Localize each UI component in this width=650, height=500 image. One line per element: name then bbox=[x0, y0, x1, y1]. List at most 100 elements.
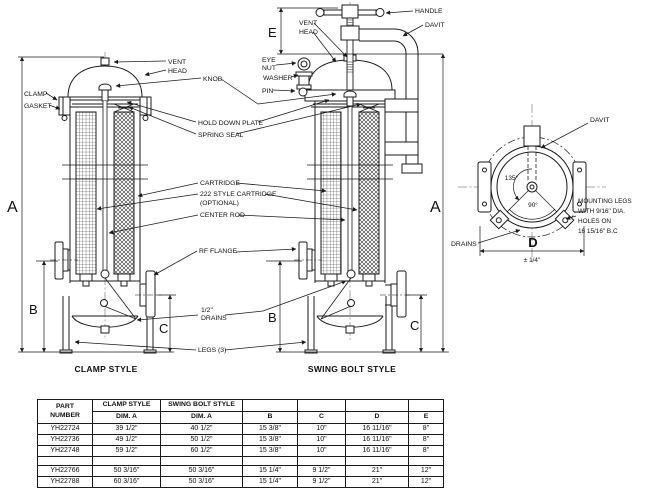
table-row: YH22766 50 3/16" 50 3/16" 15 1/4" 9 1/2"… bbox=[37, 465, 444, 477]
cartridge-standard bbox=[113, 111, 135, 275]
callout-leaders bbox=[45, 10, 589, 351]
caption-clamp-style: CLAMP STYLE bbox=[74, 364, 137, 374]
header-cell-blank bbox=[345, 399, 409, 412]
flange-left-top-view bbox=[477, 161, 492, 213]
callout-handle: HANDLE bbox=[415, 8, 443, 15]
header-cell-b: B bbox=[242, 411, 298, 424]
dim-label-d-tolerance: ± 1/4" bbox=[524, 257, 540, 264]
clamp-bracket-left bbox=[58, 96, 71, 121]
legs bbox=[59, 296, 157, 354]
cell-part: YH22748 bbox=[37, 445, 93, 457]
knob bbox=[343, 90, 357, 107]
callout-eye: EYE bbox=[262, 57, 276, 64]
davit-nut-block bbox=[340, 25, 360, 41]
cell-e: 12" bbox=[408, 465, 444, 477]
callout-drains-top-view: DRAINS bbox=[451, 241, 477, 248]
callout-vent-right: VENT bbox=[299, 20, 317, 27]
callout-vent-left: VENT bbox=[168, 59, 186, 66]
cell-e: 12" bbox=[408, 476, 444, 488]
cell-d: 21" bbox=[345, 476, 409, 488]
section-break-lines bbox=[307, 164, 393, 180]
callout-cartridge: CARTRIDGE bbox=[200, 180, 240, 187]
shell bbox=[314, 101, 386, 283]
dim-label-d: D bbox=[528, 235, 537, 250]
cell-clamp-a: 39 1/2" bbox=[92, 423, 161, 435]
cell-clamp-a: 59 1/2" bbox=[92, 445, 161, 457]
cell-c: 10" bbox=[297, 434, 346, 446]
dimension-annotations bbox=[18, 7, 585, 353]
dim-label-a-right: A bbox=[430, 199, 441, 216]
cell-c bbox=[297, 456, 346, 466]
shell-id bbox=[496, 151, 568, 223]
davit-boss bbox=[523, 125, 541, 147]
cell-swing-a: 50 3/16" bbox=[160, 465, 243, 477]
angle-135-arc bbox=[513, 168, 533, 201]
drain-port-upper bbox=[346, 269, 356, 279]
table-row: YH22788 60 3/16" 50 3/16" 15 1/4" 9 1/2"… bbox=[37, 476, 444, 488]
header-cell-dim-a-clamp: DIM. A bbox=[92, 411, 161, 424]
cell-clamp-a: 49 1/2" bbox=[92, 434, 161, 446]
cell-d bbox=[345, 456, 409, 466]
cell-part: YH22766 bbox=[37, 465, 93, 477]
callout-mounting-legs-3: HOLES ON bbox=[578, 218, 611, 225]
cell-part: YH22724 bbox=[37, 423, 93, 435]
cell-swing-a: 50 3/16" bbox=[160, 476, 243, 488]
cell-clamp-a: 50 3/16" bbox=[92, 465, 161, 477]
dim-label-c-left: C bbox=[159, 321, 168, 336]
callout-hold-down-plate: HOLD DOWN PLATE bbox=[198, 120, 264, 127]
cell-c: 9 1/2" bbox=[297, 476, 346, 488]
rf-flange-right bbox=[380, 270, 410, 318]
swing-bolt-eye-nut-assembly bbox=[295, 57, 313, 97]
cell-e: 8" bbox=[408, 434, 444, 446]
header-part-line1: PART bbox=[56, 403, 74, 411]
callout-center-rod: CENTER ROD bbox=[200, 212, 245, 219]
cell-swing-a bbox=[160, 456, 243, 466]
dim-label-b-left: B bbox=[29, 302, 38, 317]
cartridge-222-style bbox=[75, 111, 97, 275]
cell-clamp-a: 60 3/16" bbox=[92, 476, 161, 488]
callout-davit: DAVIT bbox=[425, 22, 445, 29]
callout-washer: WASHER bbox=[263, 75, 293, 82]
callout-legs: LEGS (3) bbox=[198, 347, 226, 354]
davit-arm-hidden bbox=[527, 146, 537, 182]
header-cell-clamp-style: CLAMP STYLE bbox=[92, 399, 161, 412]
cell-c: 9 1/2" bbox=[297, 465, 346, 477]
cell-swing-a: 40 1/2" bbox=[160, 423, 243, 435]
cell-b: 15 1/4" bbox=[242, 465, 298, 477]
callout-rf-flange: RF FLANGE bbox=[199, 248, 238, 255]
callout-mounting-legs-1: MOUNTING LEGS bbox=[578, 198, 632, 205]
callout-mounting-legs-4: 16 15/16" B.C bbox=[578, 228, 618, 235]
dim-label-b-right: B bbox=[268, 310, 277, 325]
header-cell-blank bbox=[408, 399, 444, 412]
top-view bbox=[458, 104, 606, 264]
callout-clamp: CLAMP bbox=[24, 91, 48, 98]
cell-b bbox=[242, 456, 298, 466]
cell-b: 15 3/8" bbox=[242, 434, 298, 446]
callout-222-optional: (OPTIONAL) bbox=[200, 200, 239, 207]
dimension-table: PART NUMBER CLAMP STYLE SWING BOLT STYLE… bbox=[37, 399, 444, 488]
table-header-row-1: PART NUMBER CLAMP STYLE SWING BOLT STYLE bbox=[37, 399, 444, 424]
clamp-style-vessel bbox=[30, 52, 174, 354]
spring-seal-symbol bbox=[358, 103, 380, 113]
table-row: YH22748 59 1/2" 60 1/2" 15 3/8" 10" 16 1… bbox=[37, 445, 444, 457]
mounting-leg-bottom-left bbox=[489, 209, 510, 230]
angle-90-arc bbox=[508, 208, 556, 220]
cell-clamp-a bbox=[92, 456, 161, 466]
cell-b: 15 1/4" bbox=[242, 476, 298, 488]
bottom-drain-stub bbox=[100, 325, 110, 334]
callout-mounting-legs-2: WITH 9/16" DIA. bbox=[578, 208, 625, 215]
header-cell-c: C bbox=[297, 411, 346, 424]
angle-135-label: 135° bbox=[505, 174, 519, 182]
cell-b: 15 3/8" bbox=[242, 423, 298, 435]
vent-fitting bbox=[100, 57, 110, 66]
callout-knob: KNOB bbox=[203, 76, 223, 83]
header-cell-e: E bbox=[408, 411, 444, 424]
callout-pin: PIN bbox=[262, 88, 273, 95]
center-rod bbox=[347, 106, 353, 274]
davit-hub bbox=[526, 181, 538, 193]
callout-davit-top-view: DAVIT bbox=[590, 117, 610, 124]
callout-222-cartridge: 222 STYLE CARTRIDGE bbox=[200, 191, 277, 198]
rf-flange-left bbox=[50, 241, 78, 280]
header-cell-swing-bolt-style: SWING BOLT STYLE bbox=[160, 399, 243, 412]
